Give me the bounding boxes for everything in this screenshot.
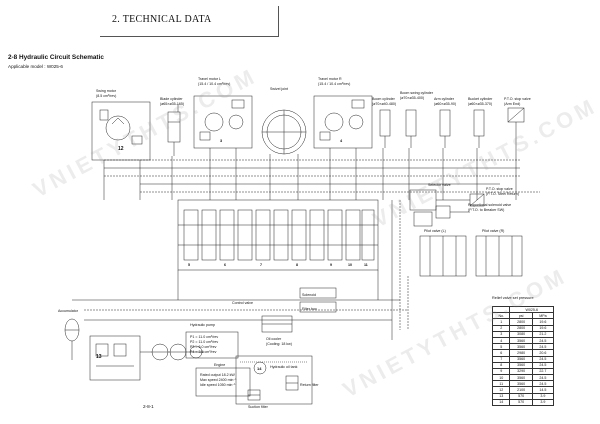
engine <box>195 367 251 397</box>
relief-psi-cell: 570 <box>509 398 533 407</box>
label-boom-cylinder-sub: (ø70×ø40-480) <box>372 102 396 106</box>
pto-stop-valve <box>469 193 485 207</box>
relief-mpa-cell: 3.9 <box>531 398 555 407</box>
label-swing-motor: Swing motor <box>96 89 117 93</box>
label-pilot-valve-r: Pilot valve (R) <box>482 229 504 233</box>
label-accumulator: Accumulator <box>58 309 79 313</box>
bucket-cylinder <box>473 109 485 200</box>
proportional-solenoid-valve <box>435 205 470 219</box>
pilot-valve-right <box>475 235 523 277</box>
label-oil-cooler: Oil cooler <box>266 337 282 341</box>
label-travel-motor-l-sub: (15.4 / 10.4 cm³/rev) <box>198 82 230 86</box>
boom-cylinder <box>379 109 391 200</box>
label-solenoid: Solenoid <box>302 293 316 297</box>
suction-filter <box>247 389 261 401</box>
pto-stop-valve-top <box>507 107 525 200</box>
swing-motor <box>91 101 151 200</box>
pilot-valve-left <box>419 235 467 277</box>
pump-spec-3: P3 = 6.0 cm³/rev <box>190 345 217 349</box>
engine-spec-1: Rated output 18.2 kW <box>200 373 235 377</box>
pump-spec-1: P1 = 11.0 cm³/rev <box>190 335 218 339</box>
label-return-filter: Return filter <box>300 383 319 387</box>
label-travel-motor-r: Travel motor R <box>318 77 342 81</box>
label-swivel-joint: Swivel joint <box>270 87 288 91</box>
label-oil-cooler-sub: (Cooling: 18 kw) <box>266 342 292 346</box>
callout-6: 6 <box>224 263 226 267</box>
blade-cylinder <box>167 104 181 200</box>
label-arm-cylinder-sub: (ø60×ø35-90) <box>434 102 456 106</box>
label-blade-cylinder-sub: (ø65×ø35-165) <box>160 102 184 106</box>
travel-motor-left <box>193 95 253 200</box>
label-hydraulic-pump: Hydraulic pump <box>190 323 215 327</box>
callout-11: 11 <box>364 263 368 267</box>
label-boom-cylinder: Boom cylinder <box>372 97 396 101</box>
label-pto-stop-valve-top: P.T.O. stop valve <box>504 97 531 101</box>
boom-swing-cylinder <box>405 109 417 200</box>
label-blade-cylinder: Blade cylinder <box>160 97 183 101</box>
label-swing-motor-sub: (8.5 cm³/rev) <box>96 94 116 98</box>
label-control-valve: Control valve <box>232 301 253 305</box>
label-pto-stop-valve-sub: (P.T.O. Steel Return) <box>486 192 519 196</box>
engine-spec-2: Max speed 2400 min⁻¹ <box>200 378 237 382</box>
label-travel-motor-l: Travel motor L <box>198 77 221 81</box>
relief-block-13 <box>89 335 141 381</box>
callout-3: 3 <box>220 139 222 143</box>
return-filter <box>285 375 299 391</box>
label-hydraulic-oil-tank: Hydraulic oil tank <box>270 365 298 369</box>
label-suction-filter: Suction filter <box>248 405 269 409</box>
callout-10: 10 <box>348 263 352 267</box>
label-pilot-valve-l: Pilot valve (L) <box>424 229 446 233</box>
label-pto-stop-valve: P.T.O. stop valve <box>486 187 513 191</box>
arm-cylinder <box>439 109 451 200</box>
label-travel-motor-r-sub: (15.4 / 10.4 cm³/rev) <box>318 82 350 86</box>
label-boom-swing-cylinder-sub: (ø70×ø35-400) <box>400 96 424 100</box>
label-selector-valve: Selector valve <box>428 183 451 187</box>
relief-no-cell: 14 <box>491 398 511 407</box>
label-filter-box: Filter box <box>302 307 317 311</box>
label-engine: Engine <box>214 363 225 367</box>
hydraulic-oil-tank <box>235 355 313 405</box>
callout-5: 5 <box>188 263 190 267</box>
label-pto-stop-valve-top-sub: (Arm End) <box>504 102 520 106</box>
swivel-joint <box>261 109 307 200</box>
callout-7: 7 <box>260 263 262 267</box>
pump-spec-4: P4 = 3.6 cm³/rev <box>190 350 217 354</box>
pump-spec-2: P2 = 11.0 cm³/rev <box>190 340 218 344</box>
selector-valve <box>409 189 470 227</box>
callout-13: 13 <box>96 354 102 360</box>
label-arm-cylinder: Arm cylinder <box>434 97 455 101</box>
page-header-title: 2. TECHNICAL DATA <box>112 14 212 25</box>
callout-4: 4 <box>340 139 343 143</box>
label-prop-solenoid-sub: (P.T.O. to Breaker SW) <box>468 208 504 212</box>
callout-8: 8 <box>296 263 298 267</box>
label-boom-swing-cylinder: Boom swing cylinder <box>400 91 434 95</box>
accumulator <box>64 299 84 360</box>
relief-table-caption: Relief valve set pressure <box>492 296 534 300</box>
label-prop-solenoid: Proportional solenoid valve <box>468 203 511 207</box>
solenoid-box <box>299 287 337 313</box>
applicable-model: Applicable model : W025-6 <box>8 64 63 69</box>
engine-spec-3: Idle speed 1050 min⁻¹ <box>200 383 236 387</box>
label-bucket-cylinder-sub: (ø60×ø35-370) <box>468 102 492 106</box>
control-valve <box>177 199 379 300</box>
callout-14: 14 <box>257 366 262 371</box>
hydraulic-pump <box>140 331 239 361</box>
page-number: 2-8-1 <box>143 404 154 409</box>
section-title: 2-8 Hydraulic Circuit Schematic <box>8 54 104 61</box>
callout-12: 12 <box>118 146 124 152</box>
header-frame <box>100 6 279 37</box>
travel-motor-right <box>313 95 373 200</box>
oil-cooler <box>261 315 293 333</box>
callout-9: 9 <box>330 263 332 267</box>
label-bucket-cylinder: Bucket cylinder <box>468 97 493 101</box>
